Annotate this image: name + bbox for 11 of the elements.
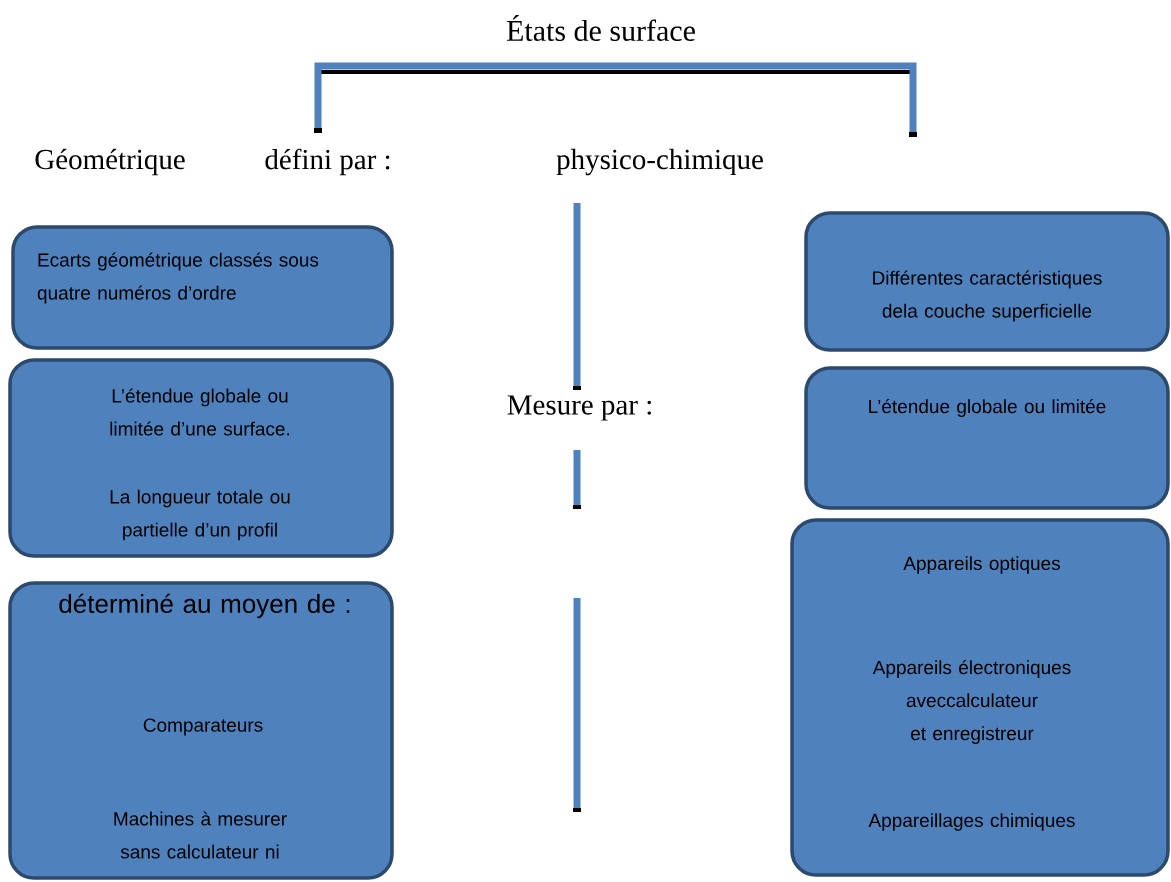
rounded-box: déterminé au moyen de : Comparateurs Machines à mesurer sans calculateur ni: [8, 581, 394, 880]
branch-label: Mesure par :: [507, 395, 651, 421]
rounded-box: Ecarts géométrique classés sous quatre numéros d’ordre: [11, 225, 394, 350]
rounded-box: Appareils optiques Appareils électroniques aveccalculateur et enregistreur Appareillages chimiques: [790, 518, 1170, 877]
title: États de surface: [506, 14, 695, 41]
rounded-box: L’étendue globale ou limitée d’une surface. La longueur totale ou partielle d’un profil: [8, 358, 394, 558]
rounded-box: Différentes caractéristiques dela couche superficielle: [804, 211, 1170, 352]
branch-label: défini par :: [265, 148, 390, 176]
rounded-box: L’étendue globale ou limitée: [804, 366, 1170, 510]
branch-label: physico-chimique: [556, 148, 763, 176]
branch-label: Géométrique: [35, 148, 185, 176]
